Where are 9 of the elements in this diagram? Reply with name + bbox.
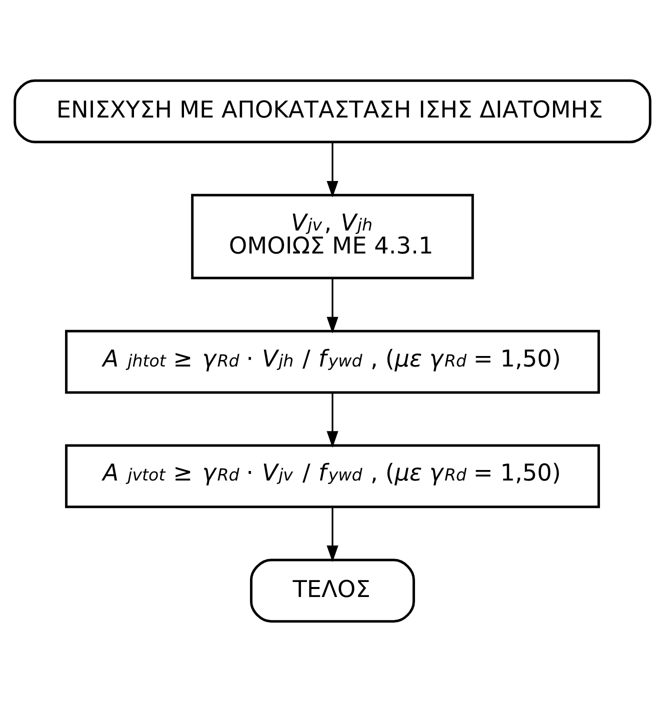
arrow [326,507,338,562]
node-box: A jvtot ≥ γRd · Vjv / fywd , (με γRd = 1,50) [65,444,600,508]
arrow [326,392,338,448]
node-box: ΤΕΛΟΣ [250,558,416,623]
node-box: Vjv, Vjh ΟΜΟΙΩΣ ΜΕ 4.3.1 [191,194,474,280]
node-box: A jhtot ≥ γRd · Vjh / fywd , (με γRd = 1,50) [65,330,600,394]
arrow [326,142,338,198]
arrow [326,278,338,334]
node-box: ΕΝΙΣΧΥΣΗ ΜΕ ΑΠΟΚΑΤΑΣΤΑΣΗ ΙΣΗΣ ΔΙΑΤΟΜΗΣ [14,79,652,144]
